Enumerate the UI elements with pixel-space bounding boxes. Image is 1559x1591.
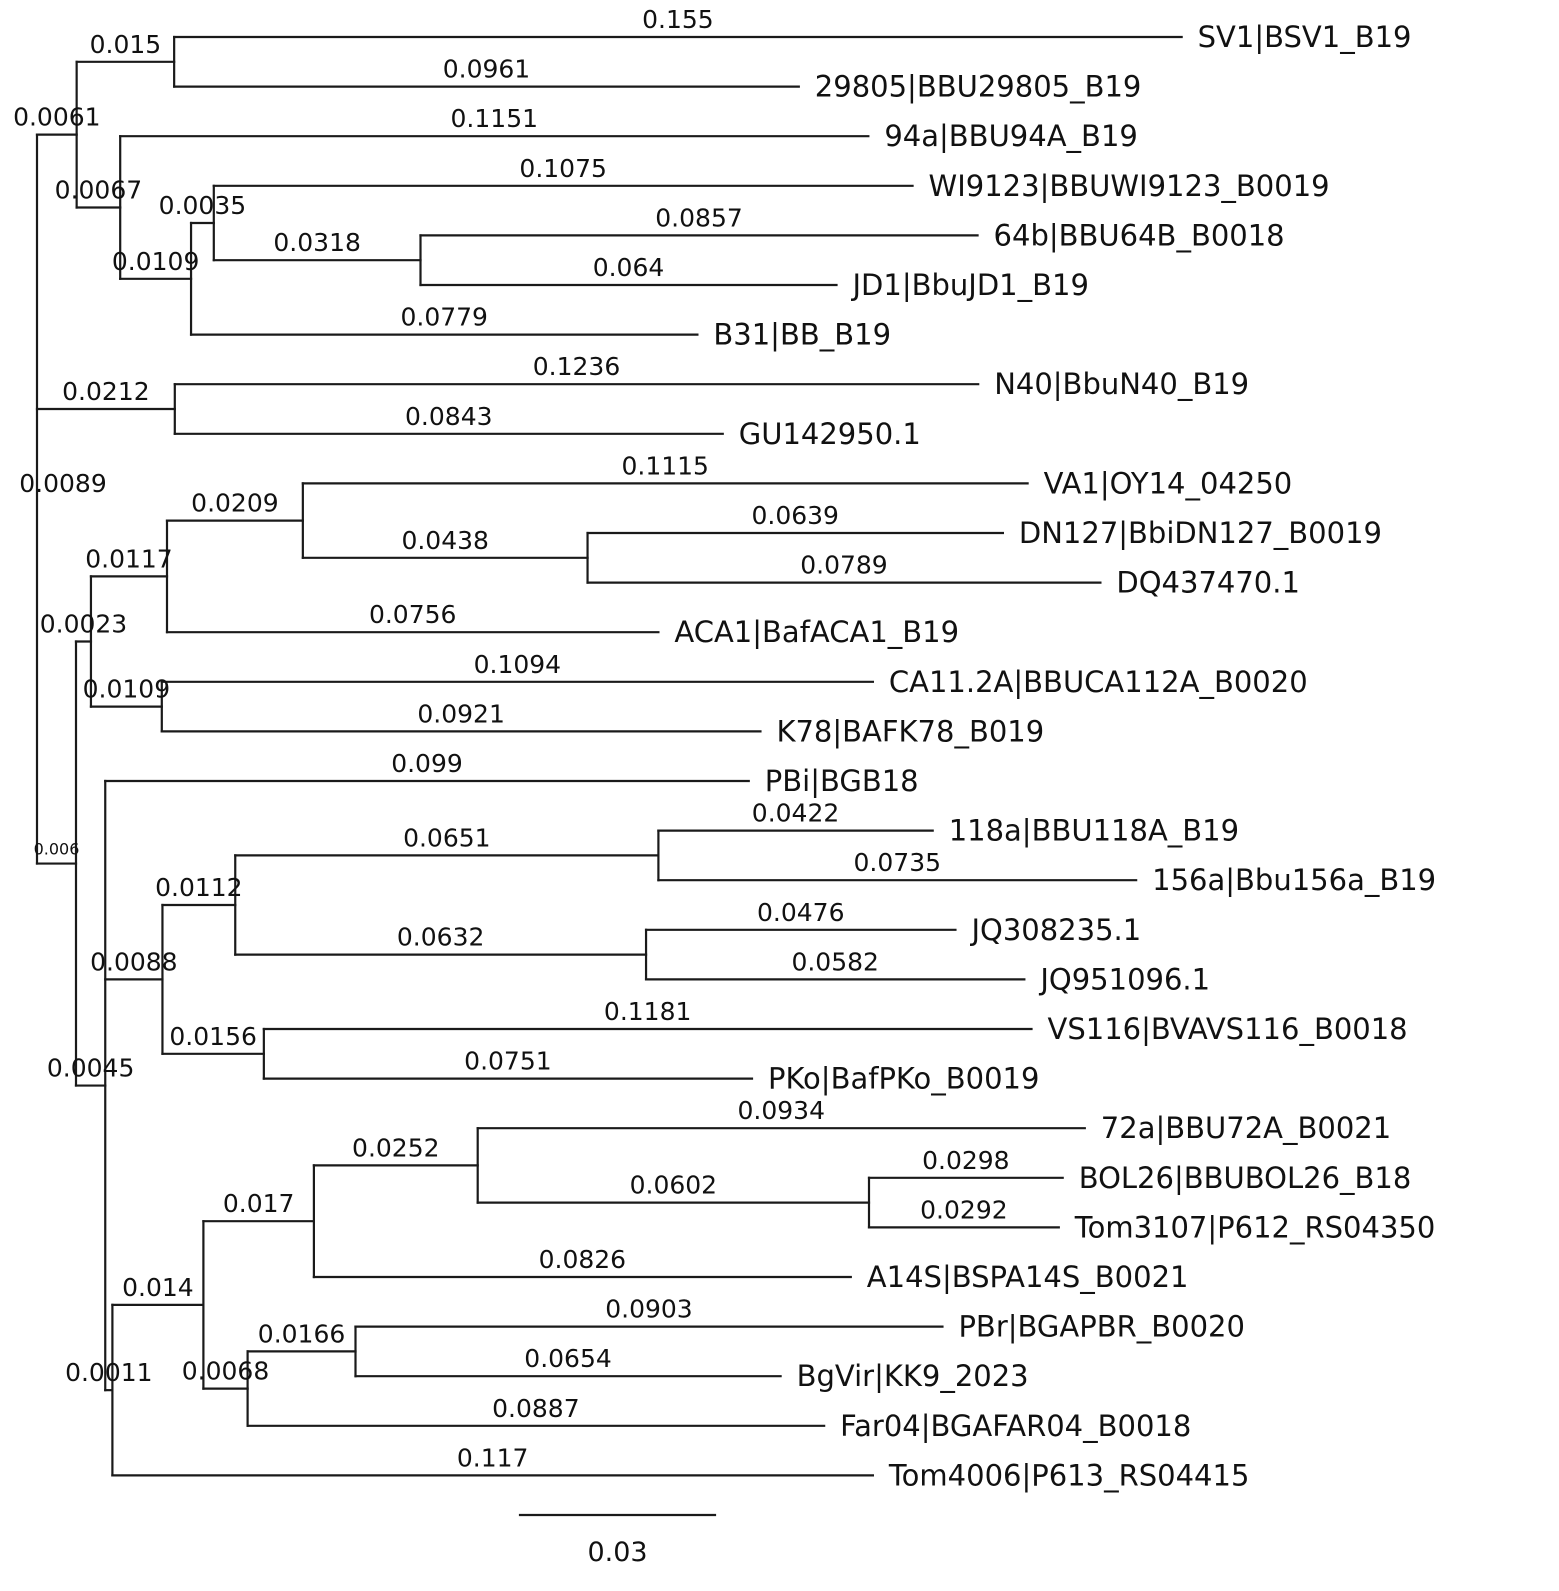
branch-length-label: 0.0476: [757, 898, 844, 927]
branch-length-label: 0.0961: [443, 55, 530, 84]
branch-length-label: 0.0166: [258, 1319, 345, 1348]
branch-length-label: 0.017: [223, 1189, 295, 1218]
taxon-label-pbr-bgapbr-b0020: PBr|BGAPBR_B0020: [958, 1310, 1245, 1344]
taxon-label-sv1-bsv1-b19: SV1|BSV1_B19: [1198, 20, 1412, 54]
branch-length-label: 0.117: [457, 1443, 529, 1472]
branch-length-label: 0.0212: [62, 377, 149, 406]
taxon-label-bol26-bbubol26-b18: BOL26|BBUBOL26_B18: [1079, 1161, 1412, 1195]
branch-length-label: 0.006: [34, 840, 80, 859]
branch-length-label: 0.0438: [401, 526, 488, 555]
scale-bar: 0.03: [518, 1513, 717, 1568]
taxon-label-29805-bbu29805-b19: 29805|BBU29805_B19: [815, 70, 1142, 104]
branch-length-label: 0.0109: [112, 247, 199, 276]
branch-length-label: 0.0751: [464, 1047, 551, 1076]
branch-length-label: 0.0011: [65, 1358, 152, 1387]
branch-length-label: 0.0252: [352, 1133, 439, 1162]
taxon-label-n40-bbun40-b19: N40|BbuN40_B19: [994, 367, 1249, 401]
branch-length-label: 0.1151: [451, 104, 538, 133]
branch-length-label: 0.0632: [397, 923, 484, 952]
branch-length-label: 0.0109: [83, 675, 170, 704]
taxon-label-118a-bbu118a-b19: 118a|BBU118A_B19: [949, 814, 1239, 848]
branch-length-label: 0.0756: [369, 600, 456, 629]
branch-length-label: 0.0422: [752, 799, 839, 828]
branch-length-label: 0.0292: [920, 1195, 1007, 1224]
branch-length-label: 0.015: [90, 30, 162, 59]
taxon-label-jq951096-1: JQ951096.1: [1038, 962, 1210, 996]
branch-length-label: 0.0826: [539, 1245, 626, 1274]
branches-layer: [35, 35, 1183, 1477]
branch-length-label: 0.1181: [604, 997, 691, 1026]
taxon-label-dq437470-1: DQ437470.1: [1116, 566, 1300, 600]
branch-length-label: 0.1094: [474, 650, 561, 679]
scale-bar-label: 0.03: [587, 1537, 647, 1568]
taxon-label-vs116-bvavs116-b0018: VS116|BVAVS116_B0018: [1048, 1012, 1408, 1046]
branch-length-label: 0.1075: [519, 154, 606, 183]
taxon-label-k78-bafk78-b019: K78|BAFK78_B019: [776, 714, 1044, 748]
branch-length-label: 0.0843: [405, 402, 492, 431]
branch-length-label: 0.0602: [630, 1171, 717, 1200]
branch-length-label: 0.0209: [191, 489, 278, 518]
branch-length-label: 0.0117: [85, 544, 172, 573]
taxon-label-tom4006-p613-rs04415: Tom4006|P613_RS04415: [888, 1458, 1250, 1492]
taxon-label-156a-bbu156a-b19: 156a|Bbu156a_B19: [1152, 863, 1436, 897]
branch-length-label: 0.1236: [533, 352, 620, 381]
branch-length-label: 0.0651: [403, 823, 490, 852]
branch-length-label: 0.0088: [90, 947, 177, 976]
taxon-label-pbi-bgb18: PBi|BGB18: [765, 764, 919, 798]
taxon-label-va1-oy14-04250: VA1|OY14_04250: [1044, 466, 1293, 500]
branch-length-label: 0.0067: [55, 176, 142, 205]
branch-length-label: 0.0156: [169, 1022, 256, 1051]
taxon-label-far04-bgafar04-b0018: Far04|BGAFAR04_B0018: [840, 1409, 1191, 1443]
taxon-label-pko-bafpko-b0019: PKo|BafPKo_B0019: [768, 1062, 1039, 1096]
branch-length-label: 0.0045: [47, 1054, 134, 1083]
branch-length-label: 0.0061: [13, 103, 100, 132]
taxon-label-tom3107-p612-rs04350: Tom3107|P612_RS04350: [1074, 1210, 1436, 1244]
branch-length-label: 0.0112: [155, 873, 242, 902]
branch-length-label: 0.0903: [605, 1295, 692, 1324]
taxon-label-a14s-bspa14s-b0021: A14S|BSPA14S_B0021: [867, 1260, 1189, 1294]
branch-length-label: 0.0735: [854, 848, 941, 877]
branch-length-label: 0.0921: [417, 699, 504, 728]
taxon-label-72a-bbu72a-b0021: 72a|BBU72A_B0021: [1101, 1111, 1391, 1145]
branch-length-label: 0.0934: [738, 1096, 825, 1125]
taxon-label-aca1-bafaca1-b19: ACA1|BafACA1_B19: [674, 615, 959, 649]
root-node-label: 0.0089: [19, 469, 106, 498]
branch-length-label: 0.0639: [751, 501, 838, 530]
taxon-label-ca11-2a-bbuca112a-b0020: CA11.2A|BBUCA112A_B0020: [889, 665, 1308, 699]
taxon-label-dn127-bbidn127-b0019: DN127|BbiDN127_B0019: [1019, 516, 1382, 550]
branch-length-label: 0.099: [391, 749, 463, 778]
branch-length-label: 0.155: [642, 5, 714, 34]
branch-length-label: 0.0298: [922, 1146, 1009, 1175]
taxon-label-64b-bbu64b-b0018: 64b|BBU64B_B0018: [994, 218, 1285, 252]
taxon-label-jq308235-1: JQ308235.1: [969, 913, 1141, 947]
taxon-label-b31-bb-b19: B31|BB_B19: [713, 318, 891, 352]
branch-length-label: 0.0789: [800, 551, 887, 580]
branch-length-label: 0.064: [593, 253, 665, 282]
branch-length-label: 0.0857: [655, 203, 742, 232]
branch-length-label: 0.0068: [182, 1357, 269, 1386]
taxon-label-bgvir-kk9-2023: BgVir|KK9_2023: [797, 1359, 1029, 1393]
branch-length-label: 0.0318: [273, 228, 360, 257]
branch-length-label: 0.0654: [524, 1344, 611, 1373]
taxon-label-94a-bbu94a-b19: 94a|BBU94A_B19: [884, 119, 1138, 153]
branch-length-label: 0.0582: [791, 947, 878, 976]
branch-length-label: 0.1115: [621, 451, 708, 480]
branch-length-label: 0.0779: [400, 303, 487, 332]
branch-length-label: 0.0887: [492, 1394, 579, 1423]
taxon-label-gu142950-1: GU142950.1: [739, 417, 921, 451]
branch-length-label: 0.0035: [159, 191, 246, 220]
taxon-label-wi9123-bbuwi9123-b0019: WI9123|BBUWI9123_B0019: [929, 169, 1330, 203]
branch-length-label: 0.0023: [40, 610, 127, 639]
taxon-label-jd1-bbujd1-b19: JD1|BbuJD1_B19: [851, 268, 1089, 302]
branch-length-label: 0.014: [122, 1273, 194, 1302]
